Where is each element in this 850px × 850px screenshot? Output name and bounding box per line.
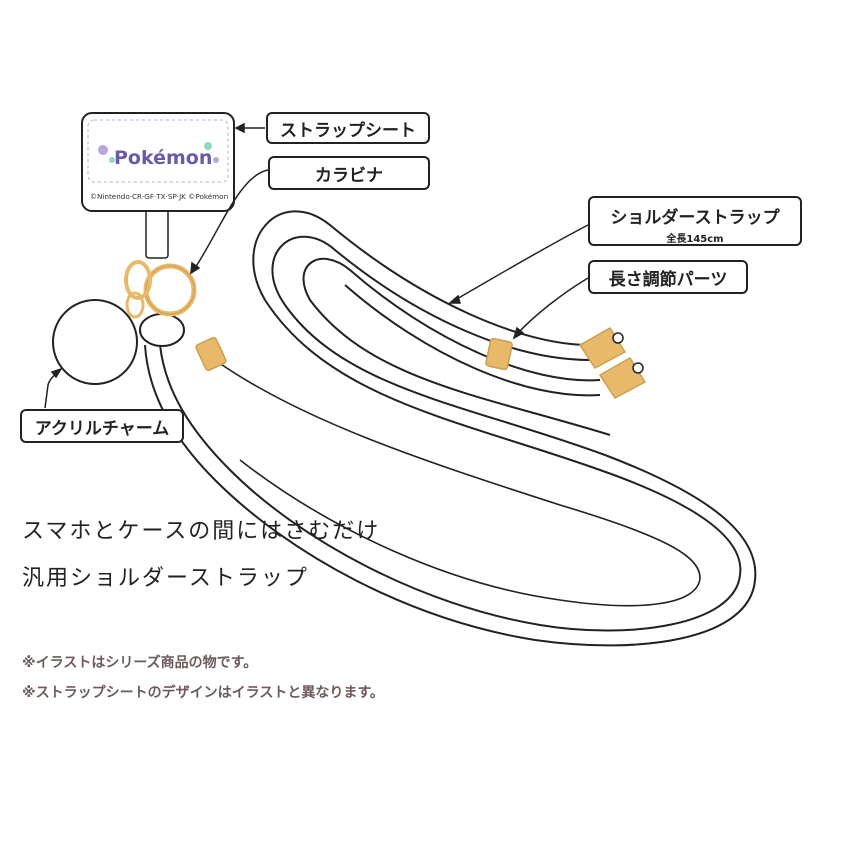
strap-sheet-copyright: ©Nintendo·CR·GF·TX·SP·JK ©Pokémon	[89, 192, 229, 201]
strap-center-line	[214, 359, 701, 607]
label-carabiner-text: カラビナ	[315, 165, 383, 186]
strap-second-inner	[344, 284, 601, 397]
strap-loop	[139, 313, 185, 347]
strap-second-outer	[302, 257, 611, 436]
label-adjuster-text: 長さ調節パーツ	[608, 269, 728, 290]
adjuster-band-lower	[195, 336, 227, 372]
label-acrylic-charm: アクリルチャーム	[20, 409, 184, 443]
strap-outer-loop	[159, 210, 742, 632]
label-carabiner: カラビナ	[268, 156, 430, 190]
adjuster-band-upper	[485, 337, 513, 371]
label-shoulder-strap-text: ショルダーストラップ	[610, 208, 780, 228]
leader-lines	[44, 122, 589, 409]
label-shoulder-strap: ショルダーストラップ 全長145cm	[588, 196, 802, 246]
label-shoulder-strap-length: 全長145cm	[666, 234, 724, 245]
label-adjuster: 長さ調節パーツ	[588, 260, 748, 294]
note-design: ※ストラップシートのデザインはイラストと異なります。	[22, 685, 384, 701]
strap-sheet-card	[81, 112, 235, 212]
tagline-line1: スマホとケースの間にはさむだけ	[22, 519, 381, 544]
note-illustration: ※イラストはシリーズ商品の物です。	[22, 655, 258, 671]
tagline-line2: 汎用ショルダーストラップ	[22, 566, 309, 591]
label-strap-sheet: ストラップシート	[266, 112, 430, 144]
strap-inner-loop	[144, 235, 757, 647]
label-strap-sheet-text: ストラップシート	[280, 120, 416, 141]
strap-sheet-logo: Pokémon	[114, 147, 213, 169]
label-acrylic-charm-text: アクリルチャーム	[34, 418, 170, 439]
acrylic-charm	[52, 299, 138, 385]
